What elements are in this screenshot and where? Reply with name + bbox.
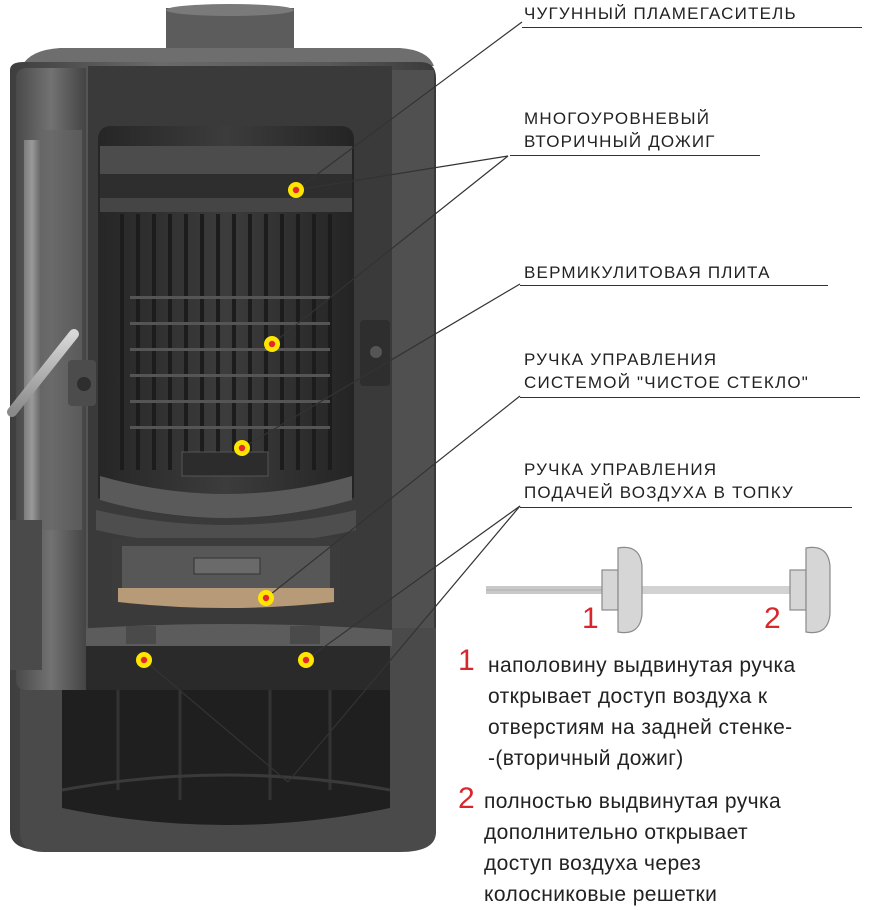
callout-secondary-burn: МНОГОУРОВНЕВЫЙ ВТОРИЧНЫЙ ДОЖИГ (524, 107, 716, 153)
callout-text: ВТОРИЧНЫЙ ДОЖИГ (524, 132, 716, 151)
note-line: колосниковые решетки (484, 883, 718, 906)
handle-knob-1 (617, 546, 643, 634)
note-1-number: 1 (458, 644, 475, 677)
note-line: доступ воздуха через (484, 852, 702, 875)
note-line: открывает доступ воздуха к (488, 685, 768, 708)
side-panel (392, 70, 434, 628)
grate-lip (100, 476, 352, 518)
handle-knob-2 (805, 546, 831, 634)
note-2-number: 2 (458, 782, 475, 815)
callout-clean-glass-handle: РУЧКА УПРАВЛЕНИЯ СИСТЕМОЙ "ЧИСТОЕ СТЕКЛО… (524, 348, 809, 394)
handle-collar-1 (601, 569, 619, 611)
position-2-label: 2 (764, 602, 781, 635)
callout-flame-damper: ЧУГУННЫЙ ПЛАМЕГАСИТЕЛЬ (524, 2, 797, 25)
underline (520, 507, 852, 508)
note-1-text: наполовину выдвинутая ручка открывает до… (488, 650, 796, 774)
callout-text: РУЧКА УПРАВЛЕНИЯ (524, 350, 718, 369)
note-line: отверстиям на задней стенке- (488, 716, 793, 739)
note-line: полностью выдвинутая ручка (484, 790, 782, 813)
callout-text: ВЕРМИКУЛИТОВАЯ ПЛИТА (524, 263, 771, 282)
callout-vermiculite-plate: ВЕРМИКУЛИТОВАЯ ПЛИТА (524, 261, 771, 284)
callout-text: РУЧКА УПРАВЛЕНИЯ (524, 460, 718, 479)
underline (520, 285, 828, 286)
handle-collar-2 (789, 569, 807, 611)
baffle (100, 146, 352, 174)
top-plate (22, 48, 434, 66)
callout-air-supply-handle: РУЧКА УПРАВЛЕНИЯ ПОДАЧЕЙ ВОЗДУХА В ТОПКУ (524, 458, 794, 504)
callout-text: МНОГОУРОВНЕВЫЙ (524, 109, 711, 128)
note-line: -(вторичный дожиг) (488, 747, 684, 770)
note-line: дополнительно открывает (484, 821, 748, 844)
callout-text: ПОДАЧЕЙ ВОЗДУХА В ТОПКУ (524, 483, 794, 502)
vermiculite-plate (118, 588, 334, 608)
underline (522, 27, 862, 28)
note-line: наполовину выдвинутая ручка (488, 654, 796, 677)
door-handle (7, 329, 96, 417)
position-1-label: 1 (582, 602, 599, 635)
door-latch (360, 320, 390, 386)
leader-lines (143, 21, 523, 783)
air-slots (130, 296, 330, 429)
underline (520, 397, 860, 398)
callout-text: СИСТЕМОЙ "ЧИСТОЕ СТЕКЛО" (524, 373, 810, 392)
door-glass (24, 140, 40, 536)
callout-text: ЧУГУННЫЙ ПЛАМЕГАСИТЕЛЬ (524, 4, 797, 23)
underline (510, 155, 760, 156)
note-2-text: полностью выдвинутая ручка дополнительно… (484, 786, 781, 910)
